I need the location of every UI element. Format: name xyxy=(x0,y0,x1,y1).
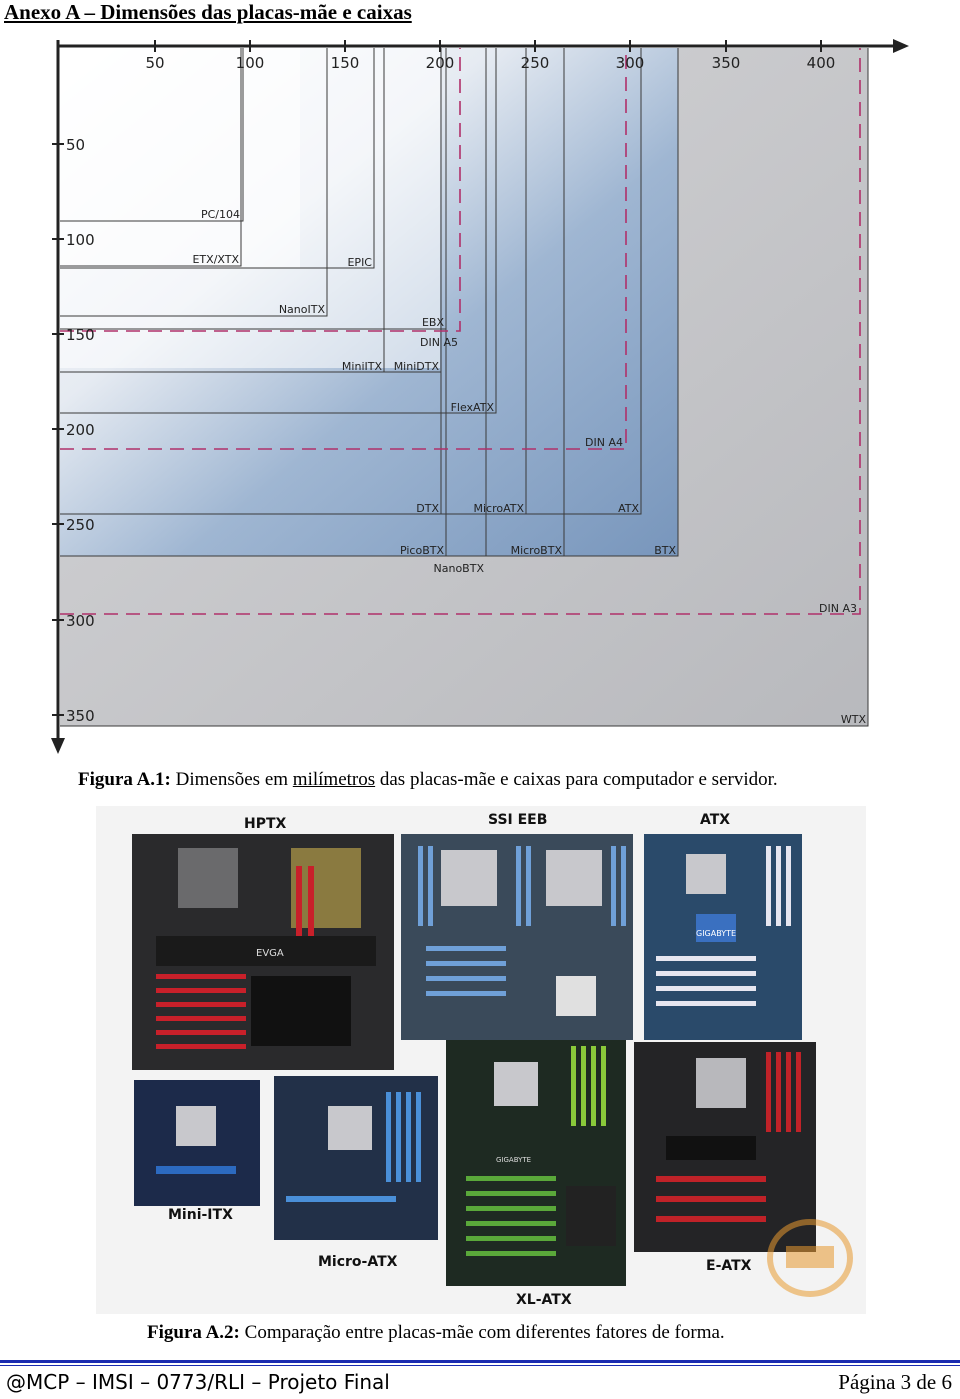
board-label-micro-atx: Micro-ATX xyxy=(318,1254,398,1270)
figure-a2-text: Comparação entre placas-mãe com diferent… xyxy=(239,1322,725,1343)
figure-a1-link-text: milímetros xyxy=(292,769,376,790)
board-label-nanoitx: NanoITX xyxy=(279,303,326,316)
board-label-dina4: DIN A4 xyxy=(585,436,623,449)
motherboards-photo: EVGA HPTX SSI EEB GIGABYTE ATX M xyxy=(96,806,866,1314)
board-label-ebx: EBX xyxy=(422,316,444,329)
y-axis-arrow xyxy=(51,738,65,754)
figure-a2-label: Figura A.2: xyxy=(147,1322,240,1343)
nanoitx-outline xyxy=(60,48,328,317)
watermark-logo xyxy=(767,1219,853,1297)
footer-rule-thin xyxy=(0,1365,960,1366)
board-ssi-eeb xyxy=(401,834,633,1040)
form-factor-diagram: 50 100 150 200 250 300 350 400 50 100 15… xyxy=(51,39,909,754)
figure-a1-caption: Figura A.1: Dimensões em milímetros das … xyxy=(78,769,778,791)
board-mini-itx xyxy=(134,1080,260,1206)
figure-a1-label: Figura A.1: xyxy=(78,769,171,790)
board-label-mini-itx: Mini-ITX xyxy=(168,1207,233,1223)
board-label-nanobtx: NanoBTX xyxy=(434,562,485,575)
board-label-miniitx: MiniITX xyxy=(342,360,383,373)
figure-a1-text-pre: Dimensões em xyxy=(170,769,293,790)
dina5-outline xyxy=(60,48,461,332)
atx-outline xyxy=(60,48,642,515)
x-tick-label: 100 xyxy=(236,54,265,72)
board-xl-atx: GIGABYTE xyxy=(446,1040,626,1286)
x-tick-label: 150 xyxy=(331,54,360,72)
board-label-dina3: DIN A3 xyxy=(819,602,857,615)
brand-label: GIGABYTE xyxy=(496,1156,531,1164)
board-label-microbtx: MicroBTX xyxy=(511,544,563,557)
page-heading: Anexo A – Dimensões das placas-mãe e cai… xyxy=(4,0,412,24)
board-label-wtx: WTX xyxy=(841,713,867,726)
board-label-picobtx: PicoBTX xyxy=(400,544,444,557)
flexatx-outline xyxy=(60,48,497,414)
x-tick-label: 50 xyxy=(145,54,164,72)
board-label-epic: EPIC xyxy=(347,256,372,269)
y-tick-label: 100 xyxy=(66,231,95,249)
etx-outline xyxy=(60,48,242,267)
x-axis-arrow xyxy=(893,39,909,53)
figure-a2-caption: Figura A.2: Comparação entre placas-mãe … xyxy=(147,1322,725,1344)
footer-page-number: Página 3 de 6 xyxy=(838,1370,952,1394)
wtx-outline xyxy=(60,48,869,727)
x-tick-label: 200 xyxy=(426,54,455,72)
board-label-pc104: PC/104 xyxy=(201,208,240,221)
board-hptx: EVGA xyxy=(132,834,394,1070)
board-label-etx: ETX/XTX xyxy=(192,253,239,266)
y-tick-label: 150 xyxy=(66,326,95,344)
brand-label: EVGA xyxy=(256,948,284,959)
board-atx: GIGABYTE xyxy=(644,834,802,1040)
board-label-dtx: DTX xyxy=(416,502,439,515)
epic-outline xyxy=(60,48,375,269)
footer-rule xyxy=(0,1360,960,1363)
y-tick-label: 250 xyxy=(66,516,95,534)
pc104-outline xyxy=(60,48,244,222)
board-e-atx xyxy=(634,1042,816,1252)
board-label-atx: ATX xyxy=(618,502,639,515)
inner-lighter xyxy=(60,48,300,268)
board-label-flexatx: FlexATX xyxy=(451,401,495,414)
board-label-microatx: MicroATX xyxy=(473,502,524,515)
board-label-atx: ATX xyxy=(700,812,730,828)
board-label-dina5: DIN A5 xyxy=(420,336,458,349)
y-tick-label: 50 xyxy=(66,136,85,154)
figure-a1-text-post: das placas-mãe e caixas para computador … xyxy=(375,769,778,790)
y-tick-label: 200 xyxy=(66,421,95,439)
y-tick-label: 300 xyxy=(66,612,95,630)
board-label-minidtx: MiniDTX xyxy=(394,360,440,373)
btx-outline xyxy=(60,48,679,557)
dina4-outline xyxy=(60,48,627,450)
x-tick-label: 300 xyxy=(616,54,645,72)
board-label-e-atx: E-ATX xyxy=(706,1258,752,1274)
x-tick-label: 250 xyxy=(521,54,550,72)
brand-label: GIGABYTE xyxy=(696,929,736,938)
y-tick-label: 350 xyxy=(66,707,95,725)
board-label-ssi-eeb: SSI EEB xyxy=(488,812,547,828)
dina3-outline xyxy=(60,48,861,615)
x-tick-label: 400 xyxy=(807,54,836,72)
footer-project-text: @MCP – IMSI – 0773/RLI – Projeto Final xyxy=(6,1370,390,1394)
x-tick-label: 350 xyxy=(712,54,741,72)
board-label-xl-atx: XL-ATX xyxy=(516,1292,572,1308)
board-label-hptx: HPTX xyxy=(244,816,287,832)
board-micro-atx xyxy=(274,1076,438,1240)
board-label-btx: BTX xyxy=(654,544,676,557)
